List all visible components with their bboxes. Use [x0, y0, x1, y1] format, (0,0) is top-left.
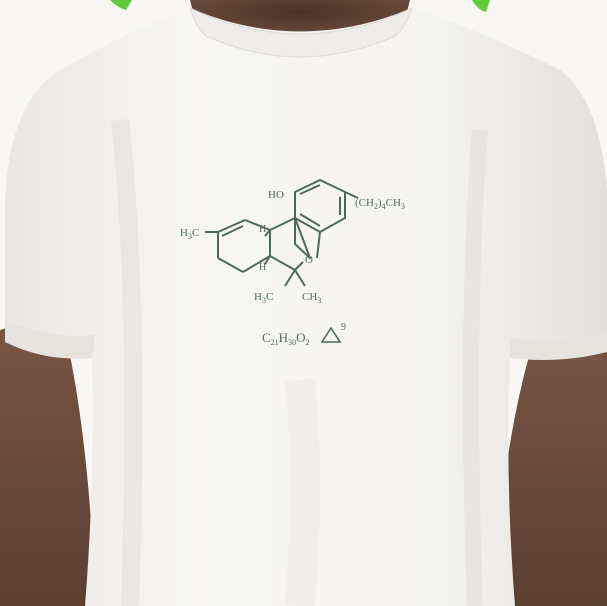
- label-oxygen: O: [305, 254, 313, 266]
- green-accent-left: [110, 0, 132, 10]
- collar: [189, 7, 413, 58]
- label-h3c-bottom: H3C: [254, 291, 273, 305]
- bond-chain: [344, 191, 359, 199]
- label-ch3-bottom: CH3: [302, 291, 321, 305]
- green-accent-right: [472, 0, 490, 12]
- left-sleeve-hem: [5, 320, 95, 359]
- pyran-ring: [294, 217, 311, 259]
- bond-left-2: [217, 219, 246, 233]
- left-arm: [0, 310, 95, 606]
- label-h-top: H: [259, 224, 266, 235]
- aromatic-double-bond-3: [299, 213, 321, 227]
- aromatic-double-bond-1: [299, 184, 321, 195]
- formula-text: C21H30O2: [262, 330, 309, 347]
- bond-left-4: [217, 257, 244, 273]
- bond-o-ring: [316, 231, 321, 259]
- right-sleeve-hem: [510, 330, 607, 360]
- bond-c10a: [269, 217, 296, 231]
- delta-superscript: 9: [341, 322, 346, 333]
- thc-molecule: [205, 179, 359, 287]
- shirt-fold-left: [111, 119, 143, 606]
- bond-c6: [269, 255, 296, 271]
- molecule-labels: HO (CH2)4CH3 H3C H H O H3C CH3: [180, 189, 405, 305]
- right-arm: [495, 320, 607, 606]
- bond-left-5: [242, 255, 271, 273]
- bond-gem-left: [284, 269, 296, 287]
- bond-h-top: [264, 229, 271, 237]
- bond-left-double: [221, 225, 244, 237]
- label-h-bottom: H: [259, 262, 266, 273]
- molecular-formula: C21H30O2 9: [262, 322, 346, 347]
- label-pentyl-chain: (CH2)4CH3: [355, 197, 405, 211]
- delta-icon: [320, 326, 342, 343]
- label-ho: HO: [268, 189, 284, 201]
- shirt-fold-right: [463, 129, 488, 606]
- shirt-fold-center: [285, 378, 320, 606]
- bond-left-1: [244, 219, 271, 231]
- bond-o: [294, 261, 304, 271]
- shirt-body: [5, 8, 607, 606]
- bond-gem-right: [294, 269, 306, 287]
- label-h3c-left: H3C: [180, 227, 199, 241]
- bond-h-bottom: [264, 255, 271, 265]
